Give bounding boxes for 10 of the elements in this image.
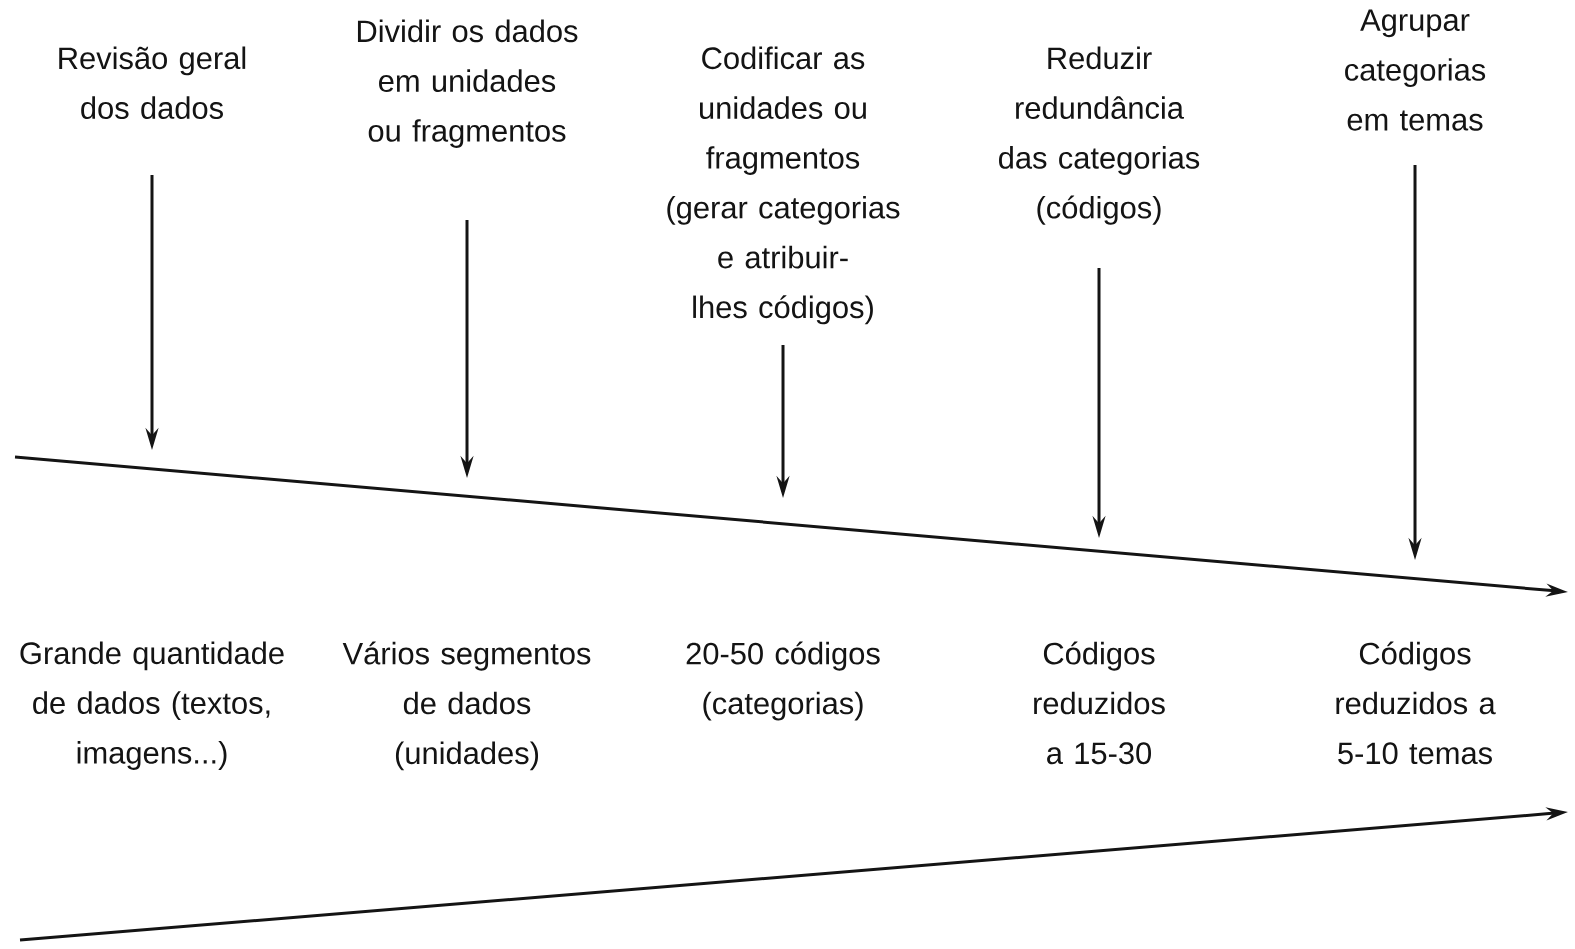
stage-text: Grande quantidade de dados (textos, imagens...): [20, 641, 284, 770]
stage-text: 20-50 códigos (categorias): [686, 641, 880, 721]
stage-text: Códigos reduzidos a 5-10 temas: [1336, 641, 1496, 765]
step-text: Agrupar categorias em temas: [1345, 9, 1486, 131]
stage-text: Vários segmentos de dados (unidades): [342, 641, 591, 771]
step-text: Revisão geral dos dados: [59, 46, 246, 119]
step-text: Reduzir redundância das categorias (códigos): [999, 46, 1200, 225]
step-text: Codificar as unidades ou fragmentos (gerar categorias e atribuir-lhes códigos): [667, 46, 900, 325]
step-text: Dividir os dados em unidades ou fragmentos: [357, 19, 578, 148]
stage-text: Códigos reduzidos a 15-30: [1034, 641, 1165, 765]
